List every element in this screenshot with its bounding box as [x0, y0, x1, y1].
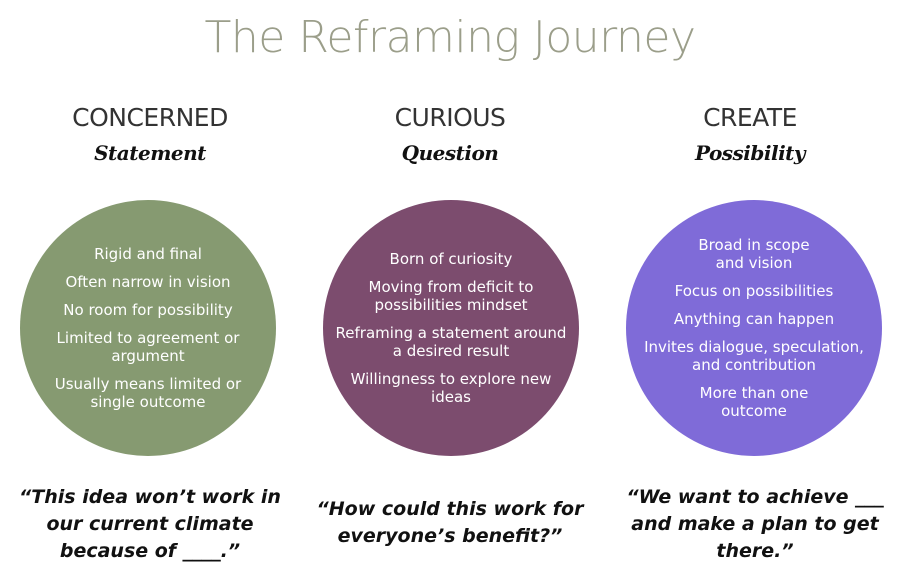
- create-quote: “We want to achieve ___ and make a plan …: [626, 486, 884, 562]
- circle-item: Reframing a statement around a desired r…: [335, 324, 567, 360]
- circle-item: Rigid and final: [94, 245, 202, 263]
- column-create: CREATE Possibility Broad in scope and vi…: [600, 96, 900, 576]
- circle-item: No room for possibility: [63, 301, 233, 319]
- circle-item: Limited to agreement or argument: [56, 329, 240, 365]
- circle-item: Usually means limited or single outcome: [54, 375, 242, 411]
- curious-quote: “How could this work for everyone’s bene…: [316, 498, 584, 547]
- create-circle: Broad in scope and vision Focus on possi…: [626, 200, 882, 456]
- circle-item: Moving from deficit to possibilities min…: [368, 278, 534, 314]
- column-heading: CONCERNED: [72, 103, 228, 132]
- circle-item: Willingness to explore new ideas: [350, 370, 552, 406]
- circle-item: Born of curiosity: [389, 250, 513, 268]
- column-heading: CURIOUS: [394, 103, 506, 132]
- circle-item: Broad in scope and vision: [698, 236, 810, 272]
- column-heading: CREATE: [703, 103, 797, 132]
- curious-circle: Born of curiosity Moving from deficit to…: [323, 200, 579, 456]
- column-subheading: Possibility: [694, 141, 806, 165]
- concerned-circle: Rigid and final Often narrow in vision N…: [20, 200, 276, 456]
- circle-item: More than one outcome: [699, 384, 809, 420]
- column-subheading: Statement: [94, 141, 206, 165]
- column-subheading: Question: [401, 141, 499, 165]
- column-curious: CURIOUS Question Born of curiosity Movin…: [300, 96, 600, 576]
- circle-item: Often narrow in vision: [65, 273, 231, 291]
- concerned-quote: “This idea won’t work in our current cli…: [19, 486, 281, 562]
- circle-item: Invites dialogue, speculation, and contr…: [644, 338, 864, 374]
- circle-item: Anything can happen: [673, 310, 835, 328]
- page-title: The Reframing Journey: [204, 12, 697, 63]
- circle-item: Focus on possibilities: [674, 282, 834, 300]
- column-concerned: CONCERNED Statement Rigid and final Ofte…: [0, 96, 300, 576]
